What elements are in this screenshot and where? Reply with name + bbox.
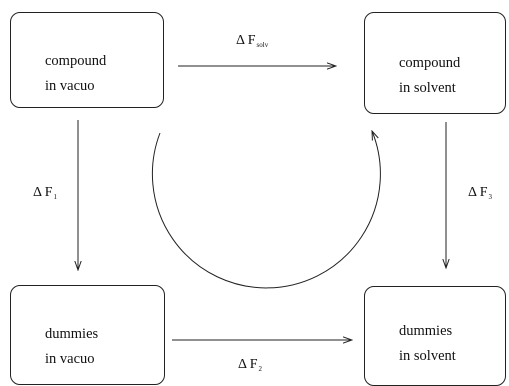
box-dummies-in-solvent: dummies in solvent bbox=[364, 286, 506, 386]
box-compound-in-vacuo-line2: in vacuo bbox=[45, 78, 95, 94]
label-delta-f-2-symbol: Δ F bbox=[238, 357, 258, 372]
box-dummies-in-vacuo: dummies in vacuo bbox=[10, 285, 165, 385]
label-delta-f-1-symbol: Δ F bbox=[33, 185, 53, 200]
box-dummies-in-vacuo-line2: in vacuo bbox=[45, 351, 95, 367]
label-delta-f-2-sub: 2 bbox=[258, 365, 263, 373]
box-compound-in-solvent-line1: compound bbox=[399, 55, 461, 71]
box-dummies-in-solvent-line1: dummies bbox=[399, 323, 453, 339]
label-delta-f-solv: Δ Fsolv bbox=[236, 33, 268, 49]
label-delta-f-1-sub: 1 bbox=[53, 193, 58, 201]
label-delta-f-2: Δ F2 bbox=[238, 357, 262, 373]
box-compound-in-solvent: compound in solvent bbox=[364, 12, 506, 114]
label-delta-f-3-sub: 3 bbox=[488, 193, 493, 201]
label-delta-f-1: Δ F1 bbox=[33, 185, 57, 201]
box-dummies-in-vacuo-line1: dummies bbox=[45, 326, 99, 342]
label-delta-f-solv-symbol: Δ F bbox=[236, 33, 256, 48]
label-delta-f-3: Δ F3 bbox=[468, 185, 492, 201]
cycle-arrow bbox=[151, 131, 381, 289]
label-delta-f-3-symbol: Δ F bbox=[468, 185, 488, 200]
label-delta-f-solv-sub: solv bbox=[256, 41, 269, 49]
box-compound-in-vacuo: compound in vacuo bbox=[10, 12, 164, 108]
box-compound-in-solvent-line2: in solvent bbox=[399, 80, 456, 96]
box-dummies-in-solvent-line2: in solvent bbox=[399, 348, 456, 364]
box-compound-in-vacuo-line1: compound bbox=[45, 53, 107, 69]
